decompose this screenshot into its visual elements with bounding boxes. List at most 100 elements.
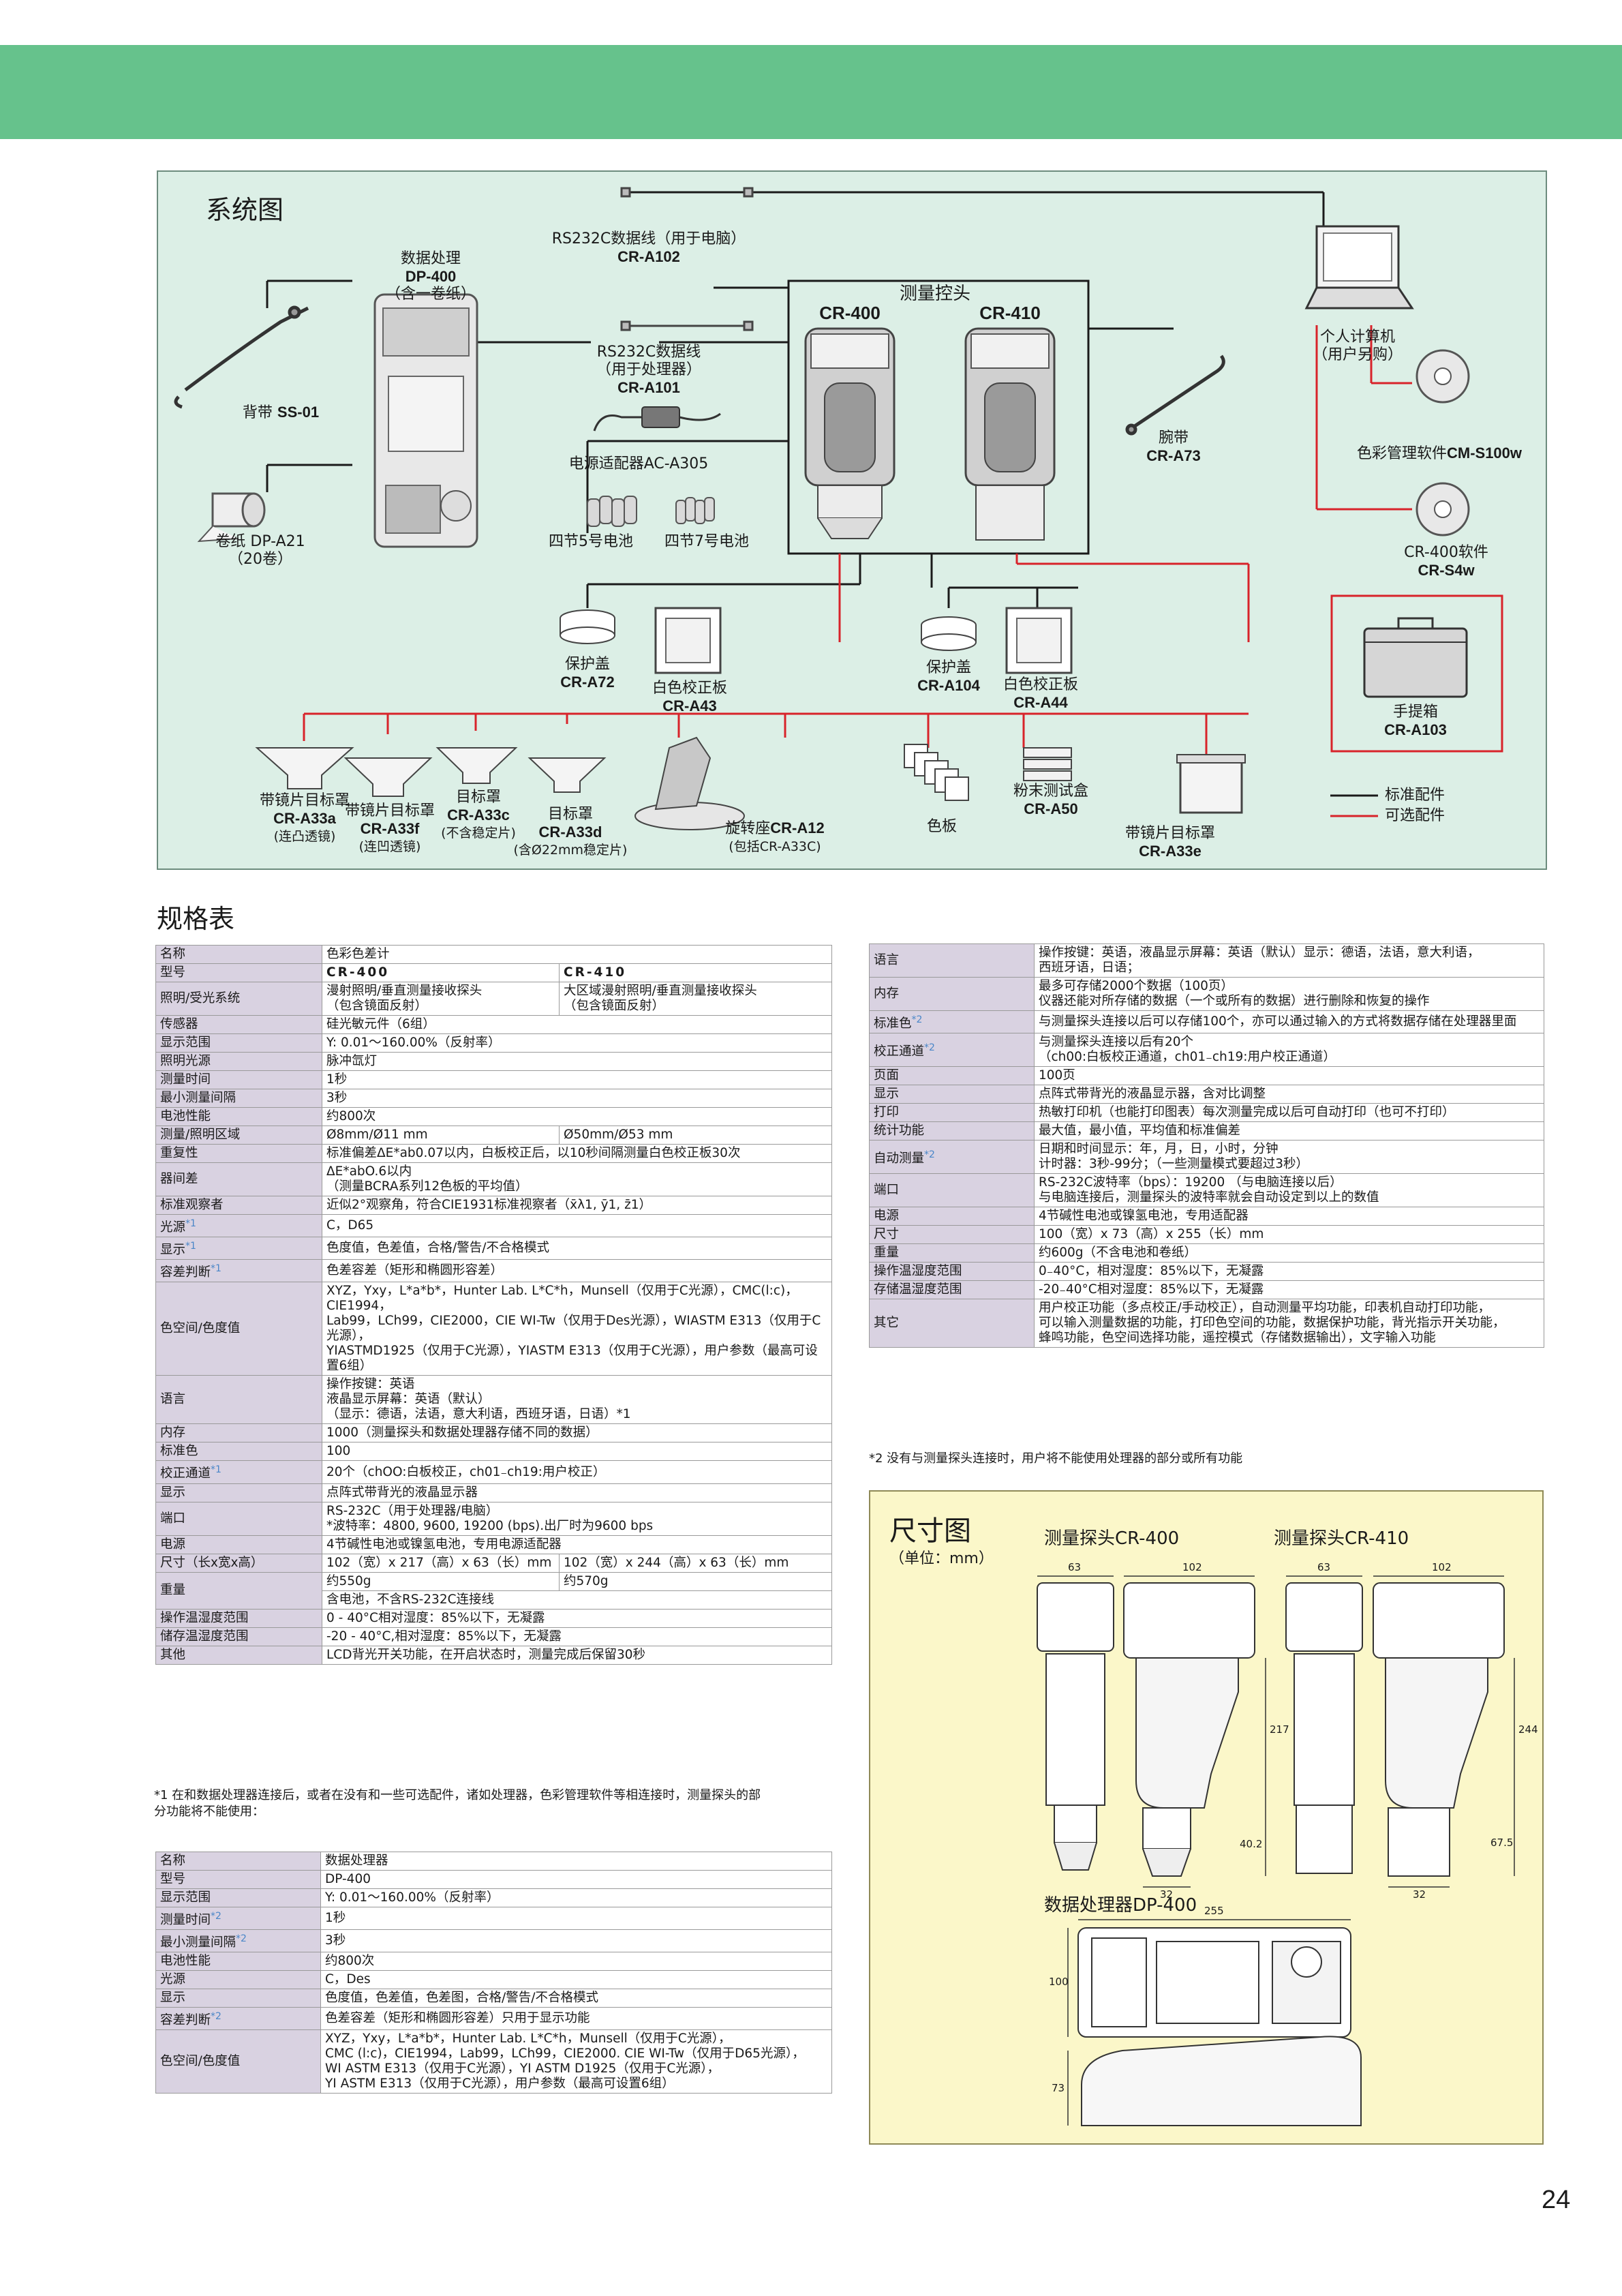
cd-cm-s100w-icon [1416,349,1470,404]
cr400-dim-depth: 102 [1182,1561,1202,1573]
spec-key: 照明光源 [155,1052,322,1071]
dp400-dim-title: 数据处理器DP-400 [1044,1895,1197,1916]
spec-row: 重量约600g（不含电池和卷纸） [869,1243,1544,1263]
spec-value: Ø8mm/Ø11 mm [322,1126,560,1145]
system-diagram-art [174,187,1503,830]
cr400-front-icon [1037,1582,1114,1871]
spec-row: 打印热敏打印机（也能打印图表）每次测量完成以后可自动打印（也可不打印） [869,1103,1544,1123]
spec-value: Y: 0.01～160.00%（反射率） [320,1888,832,1907]
header-band [0,45,1622,139]
spec-value: CR-400 [322,963,560,982]
spec-value: 1000（测量探头和数据处理器存储不同的数据） [321,1423,833,1443]
system-title: 系统图 [206,195,284,225]
spec-value: 约570g [558,1571,833,1591]
spec-key: 显示范围 [155,1888,321,1907]
target-mask-a33f-icon [343,757,433,797]
spec-value: XYZ，Yxy，L*a*b*，Hunter Lab. L*C*h，Munsell… [321,1282,833,1376]
spec-value: -20 - 40°C,相对湿度：85%以下，无凝露 [321,1627,833,1646]
spec-value: 漫射照明/垂直测量接收探头 （包含镜面反射） [322,982,560,1016]
spec-row: 语言操作按键：英语，液晶显示屏幕：英语（默认）显示：德语，法语，意大利语， 西班… [869,943,1544,978]
spec-key: 色空间/色度值 [155,2029,321,2094]
spec-key: 重复性 [155,1144,322,1163]
spec-key: 内存 [155,1423,322,1443]
spec-key: 显示范围 [155,1033,322,1053]
dp400-dim-width: 100 [1049,1976,1069,1988]
spec-row: 统计功能最大值，最小值，平均值和标准偏差 [869,1121,1544,1141]
cr410-dim-title: 测量探头CR-410 [1274,1528,1409,1549]
spec-value: 约800次 [320,1952,832,1972]
spec-value: 色差容差（矩形和椭圆形容差）只用于显示功能 [320,2007,832,2031]
dp400-top-icon [1077,1927,1351,2038]
spec-key: 页面 [869,1066,1035,1086]
protective-cap-a72-icon [560,609,615,644]
dimensions-unit: （单位：mm） [889,1550,994,1567]
cr400-dim-tip: 40.2 [1240,1838,1263,1850]
cr400-dim-height: 217 [1270,1723,1289,1736]
legend-standard: 标准配件 [1385,787,1445,804]
protective-cap-a104-icon [921,616,977,651]
cr410-dim-tip: 67.5 [1490,1837,1514,1849]
spec-value: 3秒 [320,1929,832,1953]
spec-value: 与测量探头连接以后可以存储100个，亦可以通过输入的方式将数据存储在处理器里面 [1034,1010,1544,1034]
spec-table-dp400-cont: 语言操作按键：英语，液晶显示屏幕：英语（默认）显示：德语，法语，意大利语， 西班… [869,943,1544,1348]
footnote-2: *2 没有与测量探头连接时，用户将不能使用处理器的部分或所有功能 [869,1451,1243,1466]
spec-value: 近似2°观察角，符合CIE1931标准视察者（x̄λ1, ȳ1, z̄1） [321,1196,833,1215]
spec-key: 容差判断*2 [155,2007,321,2031]
spec-value: 4节碱性电池或镍氢电池，专用适配器 [1034,1207,1544,1226]
shoulder-strap-icon [174,305,309,409]
spec-value: 102（宽）x 217（高）x 63（长）mm [322,1553,560,1573]
spec-key: 统计功能 [869,1121,1035,1141]
spec-key: 其它 [869,1299,1035,1348]
spec-value: 1秒 [320,1906,832,1931]
spec-key: 色空间/色度值 [155,1282,322,1376]
cm-s100w-label: 色彩管理软件CM-S100w [1356,444,1522,462]
spec-key: 电源 [869,1207,1035,1226]
cr410-dim-width: 63 [1317,1561,1331,1573]
target-mask-a33d-icon [527,757,607,793]
footnote-1: *1 在和数据处理器连接后，或者在没有和一些可选配件，诸如处理器，色彩管理软件等… [154,1788,761,1819]
spec-value: 点阵式带背光的液晶显示器，含对比调整 [1034,1085,1544,1104]
spec-row: 照明/受光系统漫射照明/垂直测量接收探头 （包含镜面反射）大区域漫射照明/垂直测… [155,982,833,1016]
cr410-head-icon [964,327,1056,541]
spec-key: 容差判断*1 [155,1259,322,1283]
spec-key: 尺寸（长x宽x高） [155,1553,322,1573]
cr400-dim-base: 32 [1160,1888,1174,1901]
spec-value: 大区域漫射照明/垂直测量接收探头 （包含镜面反射） [558,982,833,1016]
spec-value: XYZ，Yxy，L*a*b*，Hunter Lab. L*C*h，Munsell… [320,2029,832,2094]
spec-key: 电池性能 [155,1952,321,1972]
spec-key: 自动测量*2 [869,1140,1035,1175]
spec-key: 语言 [869,943,1035,978]
battery-aaa-icon [675,497,715,524]
spec-value: 操作按键：英语，液晶显示屏幕：英语（默认）显示：德语，法语，意大利语， 西班牙语… [1034,943,1544,978]
spec-row: 其它用户校正功能（多点校正/手动校正），自动测量平均功能，印表机自动打印功能， … [869,1299,1544,1348]
spec-key: 其他 [155,1645,322,1665]
spec-value: 色度值，色差值，合格/警告/不合格模式 [321,1237,833,1260]
spec-value: 最多可存储2000个数据（100页） 仪器还能对所存储的数据（一个或所有的数据）… [1034,977,1544,1011]
spec-value: C，D65 [321,1213,833,1238]
spec-key: 名称 [155,1852,321,1871]
spec-key: 储存温湿度范围 [155,1627,322,1646]
spec-key: 尺寸 [869,1225,1035,1245]
